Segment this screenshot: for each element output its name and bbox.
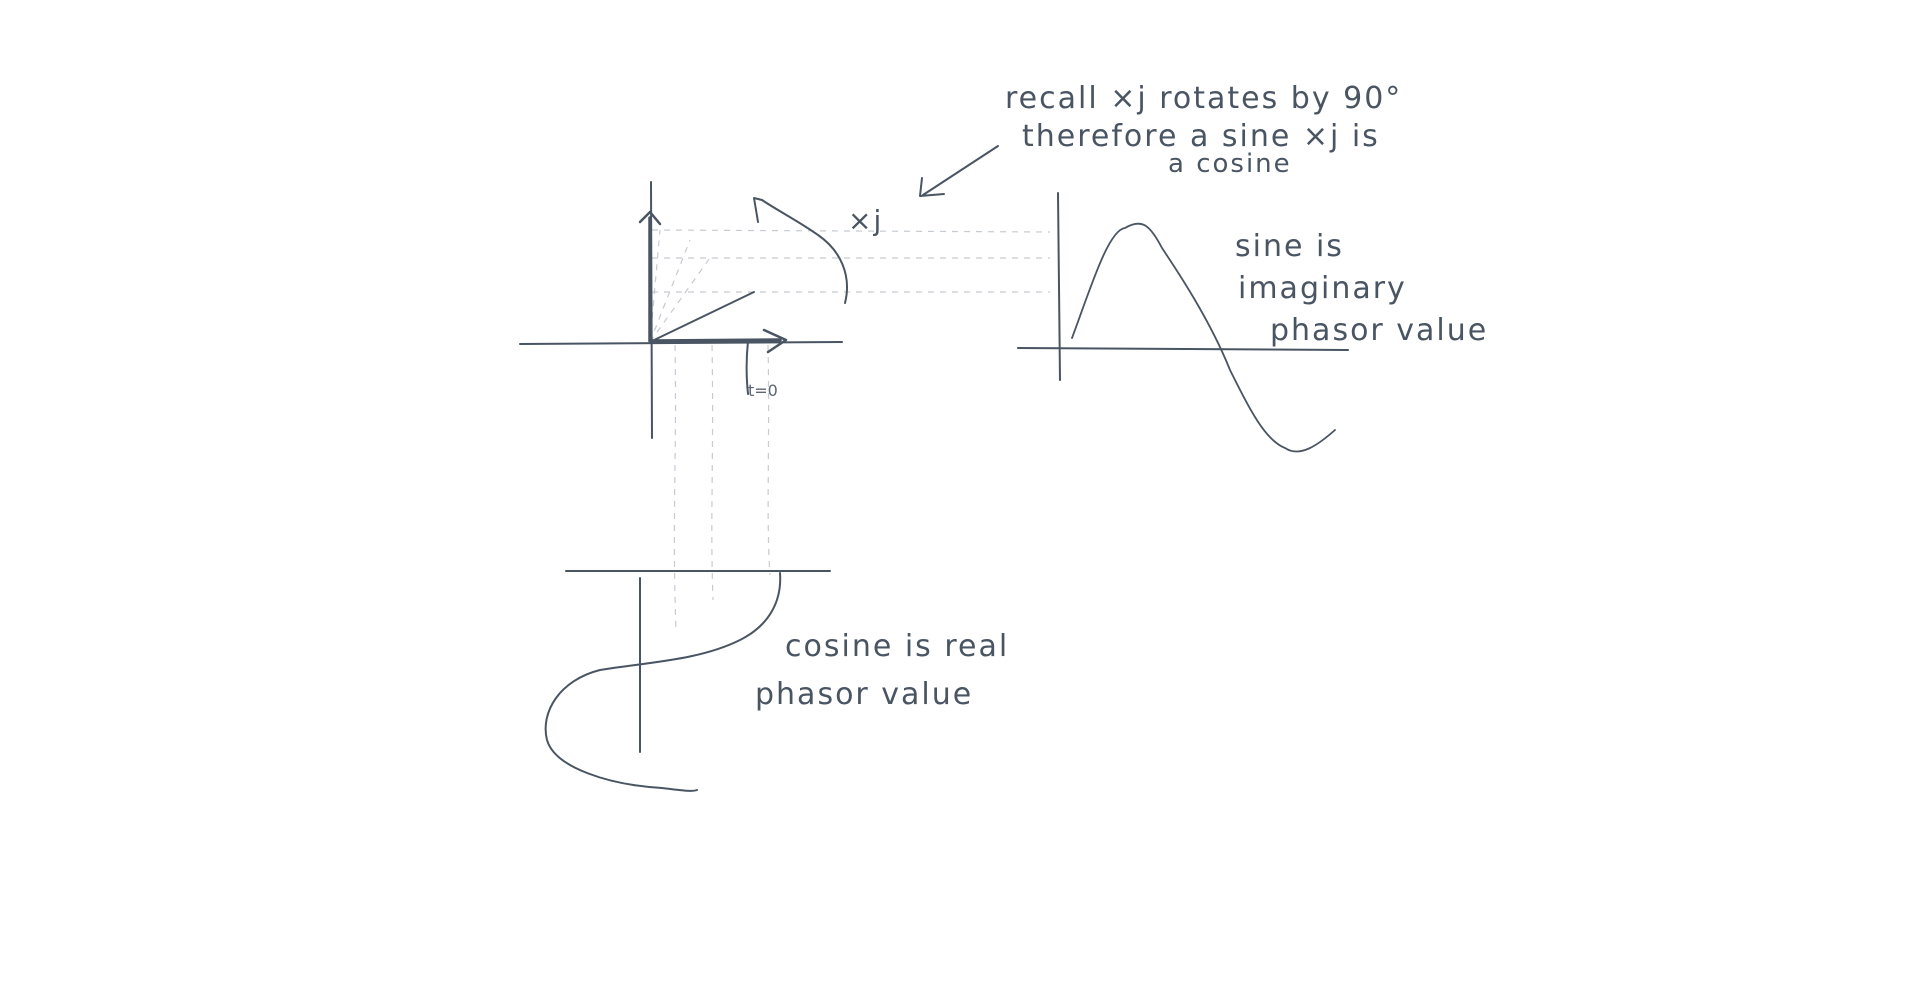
sine-note-line1: sine is xyxy=(1235,229,1344,264)
t0-marker xyxy=(745,340,749,395)
rotation-arc xyxy=(753,197,848,304)
sine-note-line3: phasor value xyxy=(1270,313,1488,348)
cosine-projection-guides xyxy=(673,344,771,631)
cosine-note-line1: cosine is real xyxy=(785,629,1009,664)
callout-arrow-head xyxy=(919,177,945,197)
sine-curve xyxy=(1071,222,1336,453)
xj-label: ×j xyxy=(848,204,883,237)
callout-arrow xyxy=(919,145,999,197)
notes: recall ×j rotates by 90° therefore a sin… xyxy=(748,81,1488,712)
sine-vertical-axis xyxy=(1057,192,1061,381)
rotation-arc-arrowhead xyxy=(753,197,763,223)
phasor-fan xyxy=(649,229,713,343)
fan-ray xyxy=(649,254,713,343)
callout-arrow-line xyxy=(922,145,999,196)
rotation-note-line3: a cosine xyxy=(1168,149,1292,179)
guide-line xyxy=(673,344,677,631)
t0-label: t=0 xyxy=(748,381,778,400)
cosine-plot xyxy=(544,570,831,792)
rotation-arc-curve xyxy=(761,199,848,304)
sine-projection-guides xyxy=(651,229,1051,293)
cosine-curve xyxy=(544,572,782,792)
imaginary-phasor-arrowhead xyxy=(638,210,662,226)
real-phasor-arrowhead xyxy=(762,328,788,354)
real-phasor xyxy=(648,338,782,343)
sine-horizontal-axis xyxy=(1017,347,1349,351)
guide-line xyxy=(767,344,771,576)
rotating-phasor xyxy=(649,291,755,343)
guide-line xyxy=(711,344,714,601)
cosine-note-line2: phasor value xyxy=(755,677,973,712)
rotation-note-line1: recall ×j rotates by 90° xyxy=(1005,81,1402,116)
rotation-note-line2: therefore a sine ×j is xyxy=(1022,119,1380,154)
phasor-real-axis xyxy=(519,341,843,345)
sine-note-line2: imaginary xyxy=(1238,271,1407,306)
sine-plot xyxy=(1017,192,1349,453)
phasor-vectors xyxy=(638,210,788,395)
